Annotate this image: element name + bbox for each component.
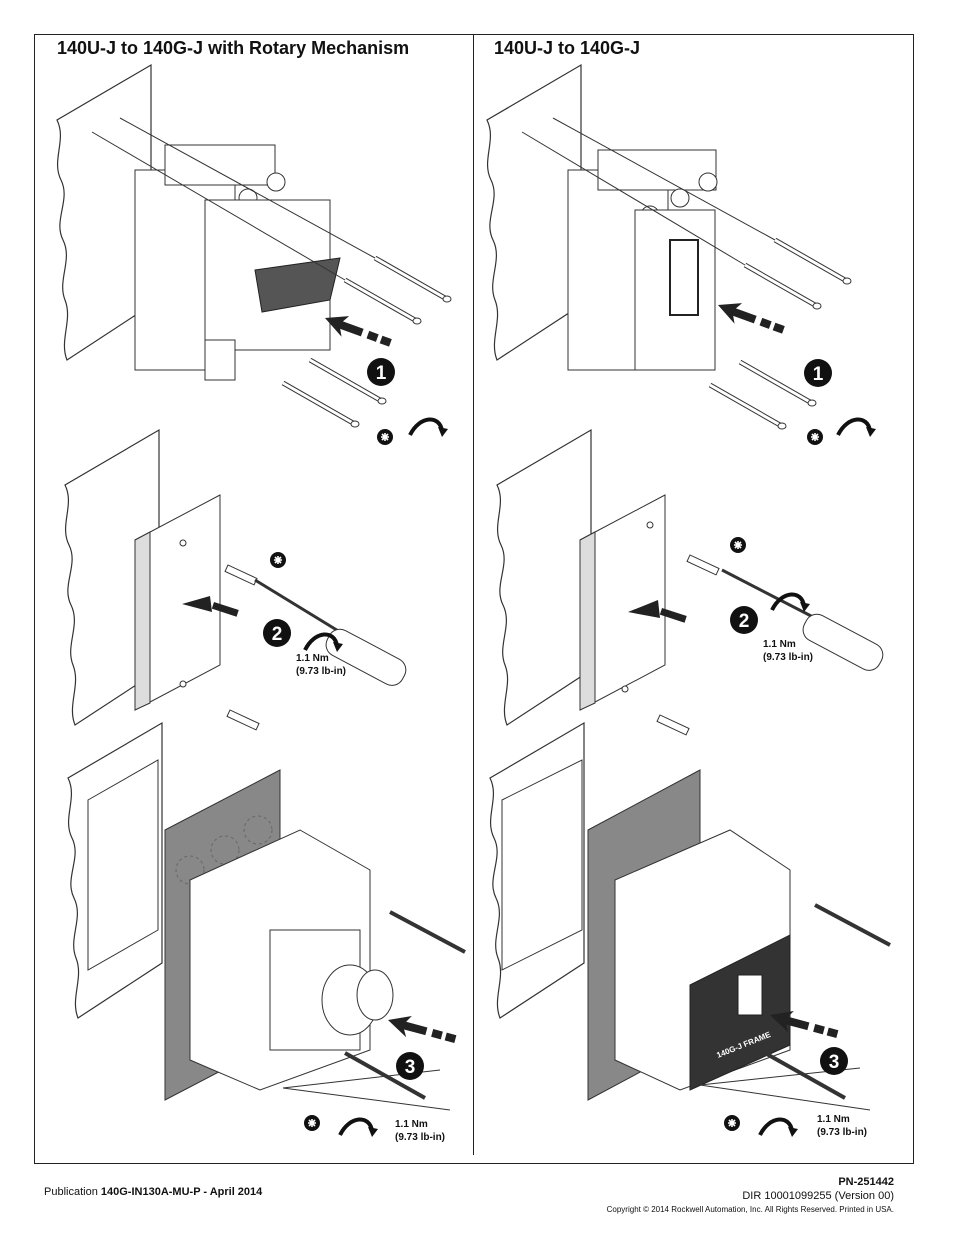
step-badge-left-3: 3 [396,1052,424,1080]
torque-left-step2: 1.1 Nm(9.73 lb-in) [296,653,347,677]
right-step2-illustration [496,429,884,736]
dir-number: DIR 10001099255 (Version 00) [742,1190,894,1202]
svg-text:3: 3 [405,1057,416,1078]
step-badge-left-1: 1 [367,358,395,386]
copyright: Copyright © 2014 Rockwell Automation, In… [606,1205,894,1214]
step-badge-right-1: 1 [804,359,832,387]
step-badge-right-3: 3 [820,1047,848,1075]
svg-text:2: 2 [739,611,750,632]
panel-divider [473,34,474,1155]
publication-info: Publication 140G-IN130A-MU-P - April 201… [44,1186,263,1198]
step-badge-left-2: 2 [263,619,291,647]
svg-text:1: 1 [376,363,387,384]
part-number: PN-251442 [838,1176,894,1188]
document-ids: PN-251442 DIR 10001099255 (Version 00) C… [607,1175,894,1217]
torque-left-step3: 1.1 Nm(9.73 lb-in) [395,1119,446,1143]
left-step2-illustration [64,429,407,731]
step-badge-right-2: 2 [730,606,758,634]
page-frame [34,34,914,1164]
svg-text:2: 2 [272,624,283,645]
torque-right-step2: 1.1 Nm(9.73 lb-in) [763,639,814,663]
torque-right-step3: 1.1 Nm(9.73 lb-in) [817,1114,868,1138]
svg-text:3: 3 [829,1052,840,1073]
right-panel-title: 140U-J to 140G-J [494,38,641,58]
left-panel-title: 140U-J to 140G-J with Rotary Mechanism [57,38,410,58]
left-step1-illustration [56,64,451,446]
svg-text:1: 1 [813,364,824,385]
left-step3-illustration [67,722,466,1139]
right-step3-illustration: 140G-J FRAME [489,722,891,1139]
right-step1-illustration [486,64,878,446]
